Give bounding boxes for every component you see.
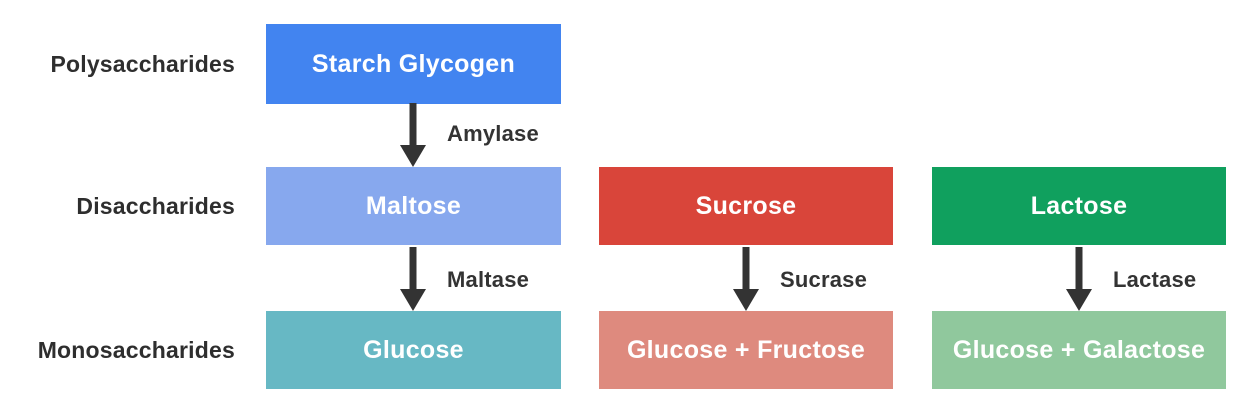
down-arrow-icon [733, 247, 759, 311]
box-sucrose: Sucrose [599, 167, 893, 245]
box-glucose: Glucose [266, 311, 561, 389]
arrow-head [1066, 289, 1092, 311]
box-glucose-fructose: Glucose + Fructose [599, 311, 893, 389]
arrow-stem [1075, 247, 1083, 292]
down-arrow-icon [400, 103, 426, 167]
box-lactose: Lactose [932, 167, 1226, 245]
box-maltose: Maltose [266, 167, 561, 245]
row-label-polysaccharides: Polysaccharides [50, 50, 235, 77]
enzyme-label-amylase: Amylase [447, 121, 539, 146]
down-arrow-icon [1066, 247, 1092, 311]
box-glucose-galactose: Glucose + Galactose [932, 311, 1226, 389]
box-starch-glycogen: Starch Glycogen [266, 24, 561, 104]
row-label-monosaccharides: Monosaccharides [37, 336, 235, 363]
arrow-stem [742, 247, 750, 292]
arrow-head [400, 145, 426, 167]
arrow-stem [409, 247, 417, 292]
arrow-stem [409, 103, 417, 148]
row-label-disaccharides: Disaccharides [76, 192, 235, 219]
arrow-head [733, 289, 759, 311]
enzyme-label-maltase: Maltase [447, 267, 530, 292]
enzyme-label-lactase: Lactase [1113, 267, 1197, 292]
arrow-head [400, 289, 426, 311]
down-arrow-icon [400, 247, 426, 311]
enzyme-label-sucrase: Sucrase [780, 267, 868, 292]
